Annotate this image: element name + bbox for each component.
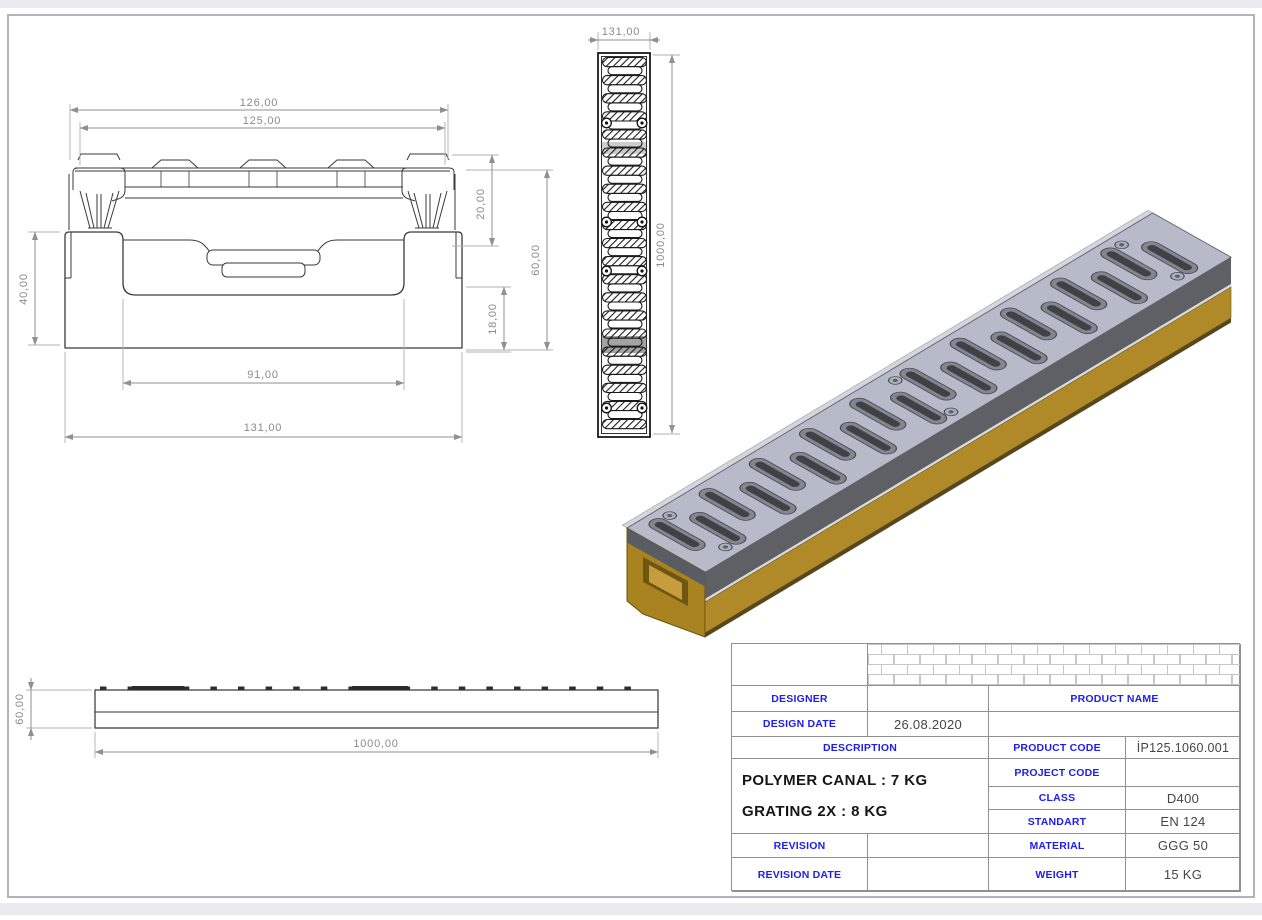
product-name-label: PRODUCT NAME: [989, 686, 1241, 712]
channel-bottom-shadow: [705, 318, 1231, 638]
designer-label: DESIGNER: [732, 686, 868, 712]
cast-lettering-mark-2: [602, 336, 646, 353]
title-block: DESIGNER PRODUCT NAME DESIGN DATE 26.08.…: [731, 643, 1241, 892]
dim-label-126: 126,00: [240, 97, 278, 109]
weight-value: 15 KG: [1126, 858, 1241, 892]
standart-value: EN 124: [1126, 810, 1241, 834]
channel-section-outline: [64, 231, 463, 349]
product-code-value: İP125.1060.001: [1126, 737, 1241, 759]
dim-label-131-plan: 131,00: [602, 26, 640, 38]
dim-label-1000-side: 1000,00: [353, 738, 398, 750]
dim-label-91: 91,00: [247, 369, 279, 381]
project-code-value: [1126, 759, 1241, 787]
lock-boss-right: [401, 153, 455, 229]
material-label: MATERIAL: [989, 834, 1126, 858]
product-name-value: [989, 712, 1241, 737]
dim-label-20: 20,00: [475, 188, 487, 220]
isometric-3d-view: [621, 210, 1233, 638]
weight-label: WEIGHT: [989, 858, 1126, 892]
brick-pattern: [868, 644, 1240, 685]
dim-label-1000-plan: 1000,00: [655, 222, 667, 267]
side-dimension-lines: [27, 678, 659, 756]
side-extension-lines: [26, 689, 659, 758]
grating-top-bumps: [151, 159, 375, 187]
revision-date-value: [868, 858, 989, 892]
grating-bolts: [601, 117, 648, 414]
drawing-frame-border: [7, 14, 1255, 898]
front-section-view: 126,00 125,00 20,00 60,00 18,00 40,00 91…: [18, 97, 553, 443]
dim-label-60-side: 60,00: [14, 693, 26, 725]
material-value: GGG 50: [1126, 834, 1241, 858]
sheet-top-margin: [0, 0, 1262, 8]
cast-lettering-mark-1: [602, 142, 646, 154]
top-dimension-lines: [588, 36, 676, 434]
channel-cavity-floor: [649, 565, 682, 600]
dim-label-131: 131,00: [244, 422, 282, 434]
title-block-empty-corner: [732, 644, 868, 686]
revision-value: [868, 834, 989, 858]
seat-tray-lower: [221, 262, 306, 278]
lock-boss-left: [72, 153, 126, 229]
description-label: DESCRIPTION: [732, 737, 989, 759]
side-view-outline: [94, 689, 659, 729]
sheet-bottom-margin: [0, 903, 1262, 915]
dim-label-125: 125,00: [243, 115, 281, 127]
description-content: POLYMER CANAL : 7 KG GRATING 2X : 8 KG: [732, 759, 989, 834]
project-code-label: PROJECT CODE: [989, 759, 1126, 787]
product-code-label: PRODUCT CODE: [989, 737, 1126, 759]
class-label: CLASS: [989, 787, 1126, 810]
grating-end-thickness: [627, 528, 705, 587]
grating-edge-lines: [75, 167, 450, 199]
grating-3d-slots: [648, 240, 1199, 552]
description-line-2: GRATING 2X : 8 KG: [742, 802, 888, 820]
revision-label: REVISION: [732, 834, 868, 858]
designer-value: [868, 686, 989, 712]
design-date-label: DESIGN DATE: [732, 712, 868, 737]
side-cast-mark-2: [352, 686, 408, 691]
brick-hatch-cell: [868, 644, 1241, 686]
grating-frame-edges: [68, 174, 456, 230]
dim-label-40: 40,00: [18, 273, 30, 305]
design-date-value: 26.08.2020: [868, 712, 989, 737]
dim-label-60: 60,00: [530, 244, 542, 276]
side-cast-mark-1: [132, 686, 184, 691]
grating-side-face: [705, 257, 1231, 599]
front-dimension-lines: [31, 106, 551, 441]
standart-label: STANDART: [989, 810, 1126, 834]
class-value: D400: [1126, 787, 1241, 810]
wall-step-lines: [65, 232, 462, 279]
revision-date-label: REVISION DATE: [732, 858, 868, 892]
channel-rim-line: [705, 284, 1231, 602]
dim-label-18: 18,00: [487, 303, 499, 335]
top-plan-view: 131,00 1000,00: [588, 26, 680, 438]
description-line-1: POLYMER CANAL : 7 KG: [742, 772, 928, 790]
side-elevation-view: 60,00 1000,00: [14, 678, 659, 758]
